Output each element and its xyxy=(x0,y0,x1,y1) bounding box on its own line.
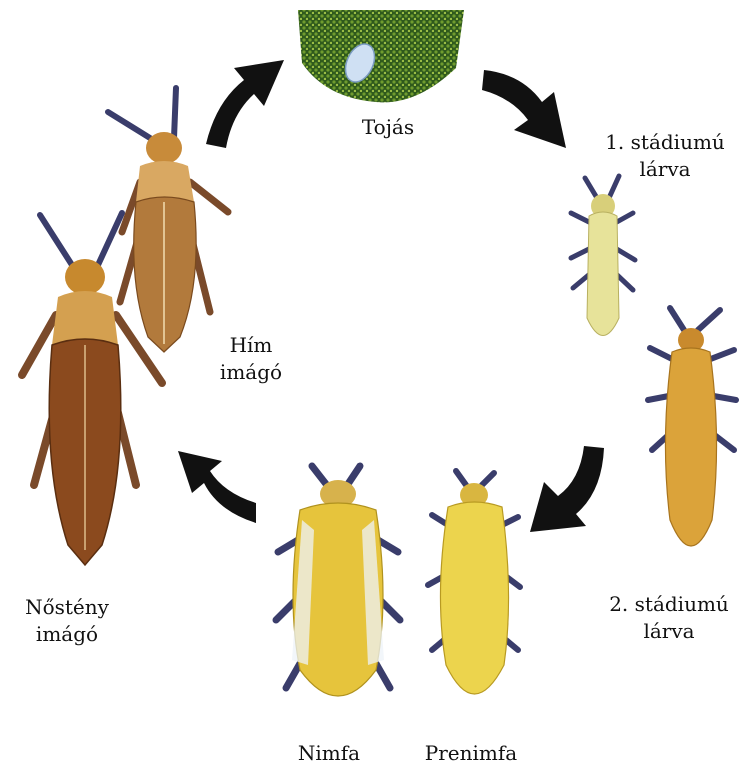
first-instar-larva-illustration xyxy=(563,168,643,368)
female-label-line2: imágó xyxy=(2,621,132,648)
egg-on-leaf-illustration xyxy=(296,8,466,108)
male-label-line1: Hím xyxy=(196,332,306,359)
arrow-larva2-to-prepupa xyxy=(524,440,614,540)
larva1-label-line1: 1. stádiumú xyxy=(596,129,734,156)
prepupa-label: Prenimfa xyxy=(412,740,530,767)
larva2-label-line1: 2. stádiumú xyxy=(600,591,738,618)
prepupa-illustration xyxy=(420,465,530,720)
larva2-label: 2. stádiumú lárva xyxy=(600,591,738,645)
female-label-line1: Nőstény xyxy=(2,594,132,621)
pupa-illustration xyxy=(268,460,408,725)
male-label-line2: imágó xyxy=(196,359,306,386)
larva1-label: 1. stádiumú lárva xyxy=(596,129,734,183)
pupa-label: Nimfa xyxy=(284,740,374,767)
arrow-egg-to-larva1 xyxy=(480,62,590,152)
second-instar-larva-illustration xyxy=(642,300,742,575)
larva2-label-line2: lárva xyxy=(600,618,738,645)
egg-label: Tojás xyxy=(338,114,438,141)
arrow-pupa-to-female xyxy=(170,447,260,537)
larva1-label-line2: lárva xyxy=(596,156,734,183)
male-label: Hím imágó xyxy=(196,332,306,386)
female-label: Nőstény imágó xyxy=(2,594,132,648)
arrow-male-to-egg xyxy=(196,52,296,152)
